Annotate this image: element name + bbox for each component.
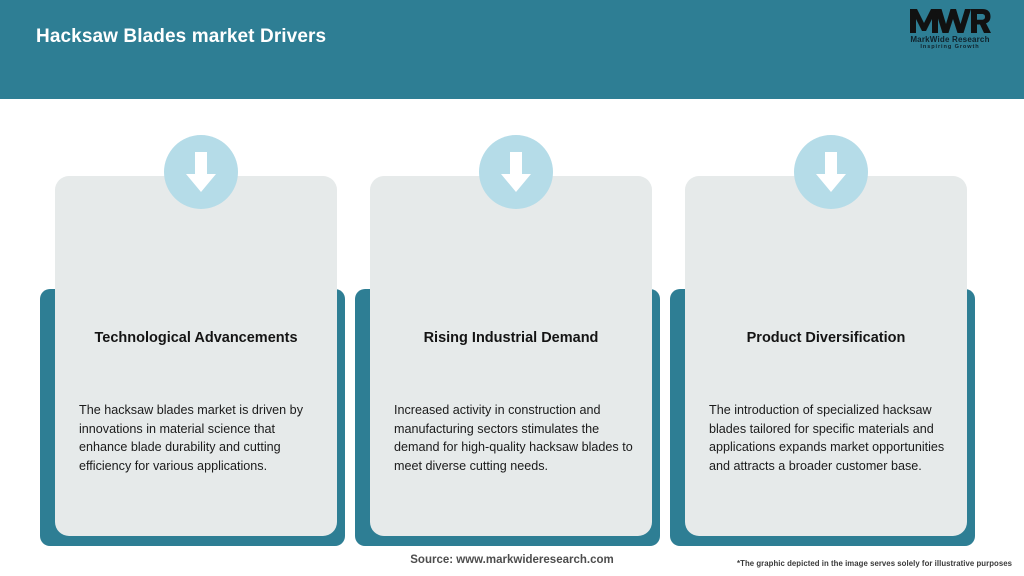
arrow-down-glyph xyxy=(816,152,846,192)
arrow-down-glyph xyxy=(186,152,216,192)
card-body-text: The hacksaw blades market is driven by i… xyxy=(79,403,303,473)
card-title: Technological Advancements xyxy=(94,330,298,346)
disclaimer-note: *The graphic depicted in the image serve… xyxy=(737,559,1012,568)
page-title: Hacksaw Blades market Drivers xyxy=(36,26,327,47)
card-panel: Rising Industrial Demand Increased activ… xyxy=(370,176,652,536)
card-body-text: Increased activity in construction and m… xyxy=(394,403,633,473)
driver-card-3: Product Diversification The introduction… xyxy=(670,99,992,559)
arrow-down-icon xyxy=(794,135,868,209)
card-panel: Product Diversification The introduction… xyxy=(685,176,967,536)
card-panel: Technological Advancements The hacksaw b… xyxy=(55,176,337,536)
card-title: Rising Industrial Demand xyxy=(423,330,599,346)
header-banner: Hacksaw Blades market Drivers MarkWide R… xyxy=(0,0,1024,99)
source-label: Source: www.markwideresearch.com xyxy=(410,554,614,566)
brand-logo: MarkWide Research Inspiring Growth xyxy=(898,8,1002,60)
arrow-down-icon xyxy=(479,135,553,209)
card-body-text: The introduction of specialized hacksaw … xyxy=(709,403,945,473)
driver-card-2: Rising Industrial Demand Increased activ… xyxy=(355,99,677,559)
arrow-down-glyph xyxy=(501,152,531,192)
arrow-down-icon xyxy=(164,135,238,209)
logo-company-name: MarkWide Research xyxy=(910,35,990,44)
logo-tagline: Inspiring Growth xyxy=(920,44,980,50)
mwr-monogram-icon xyxy=(910,9,991,33)
driver-card-1: Technological Advancements The hacksaw b… xyxy=(40,99,362,559)
card-title: Product Diversification xyxy=(746,330,906,346)
cards-container: Technological Advancements The hacksaw b… xyxy=(0,99,1024,576)
